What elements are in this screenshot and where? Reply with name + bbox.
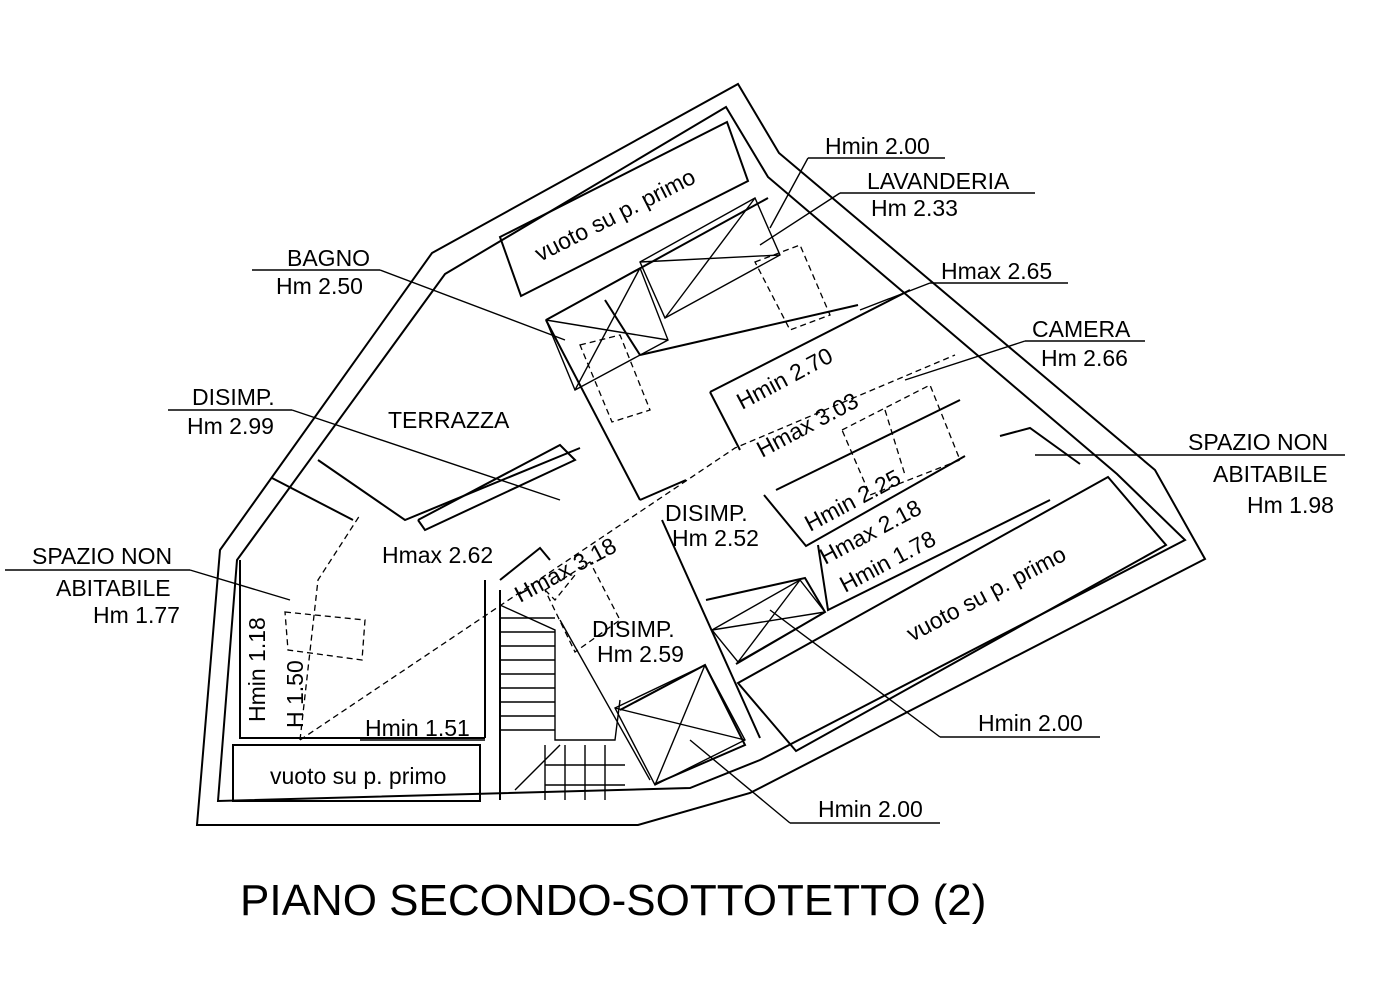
- crossed-boxes: [545, 197, 827, 786]
- disimp-left-hm-label: Hm 2.99: [187, 413, 274, 439]
- spazio-right-hm-label: Hm 1.98: [1247, 492, 1334, 518]
- spazio-left-hm-label: Hm 1.77: [93, 602, 180, 628]
- disimp-left-label: DISIMP.: [192, 384, 275, 410]
- void-top-box: [498, 120, 750, 298]
- hmin-top-label: Hmin 2.00: [825, 133, 930, 159]
- terrazza-label: TERRAZZA: [388, 407, 510, 433]
- camera-hm-label: Hm 2.66: [1041, 345, 1128, 371]
- spazio-right-2-label: ABITABILE: [1213, 461, 1328, 487]
- void-bottom-label: vuoto su p. primo: [270, 763, 446, 789]
- spazio-right-1-label: SPAZIO NON: [1188, 429, 1328, 455]
- interior-walls: [239, 197, 1081, 800]
- disimp-low-hm-label: Hm 2.59: [597, 641, 684, 667]
- disimp-low-label: DISIMP.: [592, 616, 675, 642]
- camera-label: CAMERA: [1032, 316, 1131, 342]
- dashed-lines: [284, 244, 961, 741]
- leader-lines: [5, 157, 1345, 824]
- hmin-200-bottom-label: Hmin 2.00: [818, 796, 923, 822]
- h-150-label: H 1.50: [282, 660, 308, 728]
- lavanderia-hm-label: Hm 2.33: [871, 195, 958, 221]
- void-bottom-box: [232, 744, 481, 802]
- inner-wall: [216, 105, 1187, 803]
- outer-wall: [195, 82, 1207, 826]
- spazio-left-2-label: ABITABILE: [56, 575, 171, 601]
- hmin-200-right-label: Hmin 2.00: [978, 710, 1083, 736]
- hmax-265-label: Hmax 2.65: [941, 258, 1052, 284]
- spazio-left-1-label: SPAZIO NON: [32, 543, 172, 569]
- void-right-box: [736, 475, 1168, 753]
- disimp-mid-label: DISIMP.: [665, 500, 748, 526]
- hmin-118-label: Hmin 1.18: [244, 617, 270, 722]
- hmin-151-label: Hmin 1.51: [365, 715, 470, 741]
- hmax-262-label: Hmax 2.62: [382, 542, 493, 568]
- void-right-label: vuoto su p. primo: [902, 541, 1070, 647]
- staircase: [499, 604, 651, 800]
- plan-title: PIANO SECONDO-SOTTOTETTO (2): [240, 876, 986, 925]
- bagno-label: BAGNO: [287, 245, 370, 271]
- bagno-hm-label: Hm 2.50: [276, 273, 363, 299]
- disimp-mid-hm-label: Hm 2.52: [672, 525, 759, 551]
- lavanderia-label: LAVANDERIA: [867, 168, 1010, 194]
- hmax-318-label: Hmax 3.18: [510, 532, 620, 607]
